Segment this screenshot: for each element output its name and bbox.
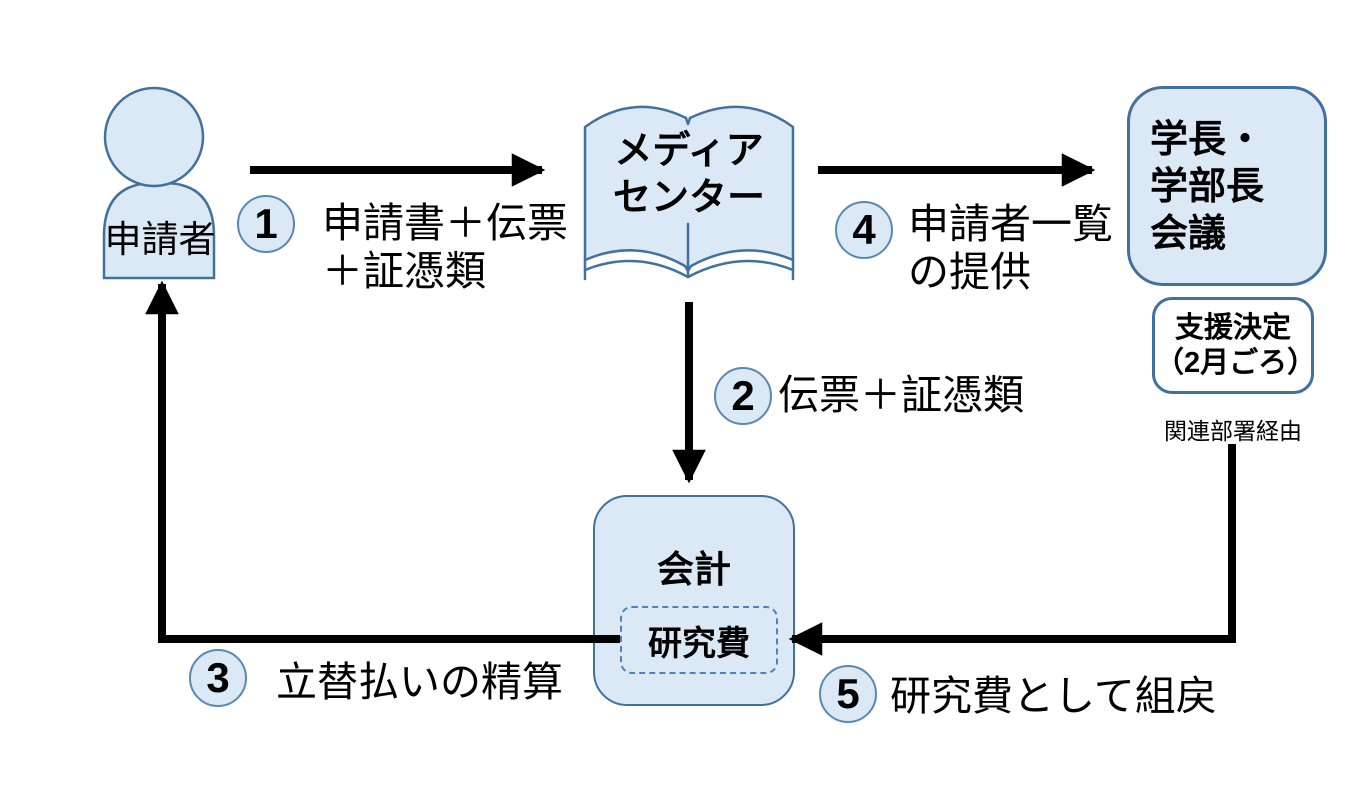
step3-badge: 3 (189, 649, 247, 707)
step5-label-line1: 研究費として組戻 (890, 673, 1217, 719)
open-book-icon (583, 105, 795, 281)
step1-label-line1: 申請書＋伝票 (322, 200, 568, 246)
step5-label: 研究費として組戻 (890, 672, 1217, 720)
council-label-line1: 学長・ (1150, 119, 1265, 161)
accounting-node: 会計 研究費 (593, 495, 795, 706)
book-lower-edge-left (583, 259, 690, 279)
accounting-label: 会計 (657, 549, 731, 590)
step1-badge: 1 (237, 195, 295, 253)
book-lower-edge-right (686, 259, 795, 279)
decision-label-line2: （2月ごろ） (1155, 346, 1317, 379)
person-head (103, 86, 205, 188)
step4-label: 申請者一覧 の提供 (908, 200, 1113, 297)
book-cover-tails (583, 258, 795, 281)
media-center-label: メディア センター (589, 128, 789, 222)
decision-label-line1: 支援決定 (1174, 311, 1291, 344)
step5-badge: 5 (819, 665, 877, 723)
step2-label-line1: 伝票＋証憑類 (778, 372, 1024, 418)
step2-badge: 2 (714, 367, 772, 425)
step4-label-line1: 申請者一覧 (908, 201, 1113, 247)
step3-label-line1: 立替払いの精算 (276, 659, 563, 705)
research-fund-label: 研究費 (648, 624, 750, 663)
council-label-line2: 学部長 (1150, 166, 1265, 209)
media-center-label-line2: センター (612, 177, 765, 220)
media-center-label-line1: メディア (614, 130, 764, 172)
applicant-label: 申請者 (104, 219, 216, 260)
research-fund-node: 研究費 (620, 606, 778, 674)
step3-label: 立替払いの精算 (276, 658, 563, 706)
decision-note: 関連部署経由 (1164, 418, 1302, 444)
step4-label-line2: の提供 (908, 249, 1031, 296)
applicant-person-icon (102, 86, 216, 280)
step2-label: 伝票＋証憑類 (778, 371, 1024, 419)
decision-node: 支援決定 （2月ごろ） (1152, 297, 1317, 394)
step1-label: 申請書＋伝票 ＋証憑類 (322, 199, 568, 296)
council-label-line3: 会議 (1150, 213, 1227, 256)
council-node: 学長・ 学部長 会議 (1127, 86, 1327, 286)
step4-badge: 4 (835, 201, 893, 259)
step1-label-line2: ＋証憑類 (322, 248, 486, 295)
